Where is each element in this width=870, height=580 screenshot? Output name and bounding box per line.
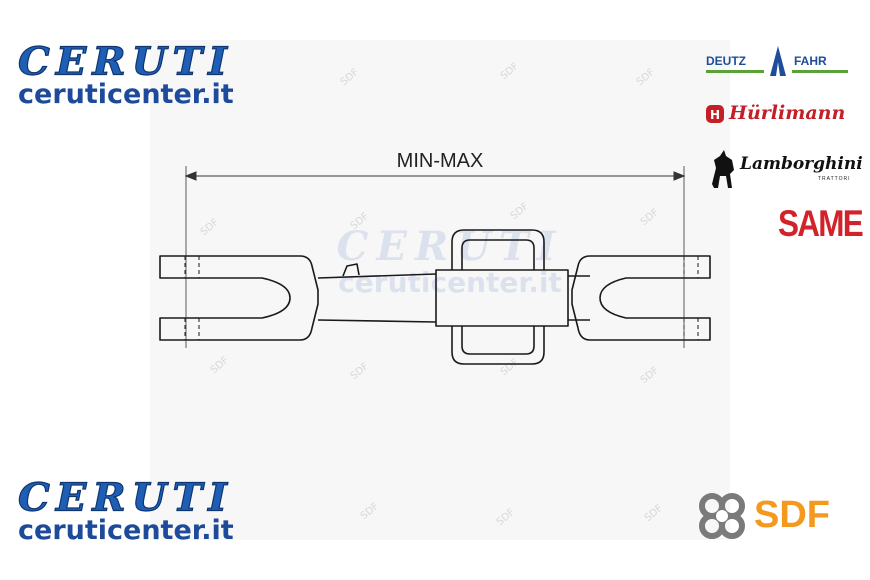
sdf-logo: SDF — [696, 488, 846, 544]
bull-icon — [712, 150, 734, 188]
ceruti-brand-text: CERUTI — [17, 475, 233, 520]
central-body — [435, 269, 569, 327]
lamborghini-text: Lamborghini — [740, 154, 863, 174]
ceruti-site-text: ceruticenter.it — [18, 515, 234, 546]
deutz-emblem-icon — [770, 46, 786, 76]
right-shaft — [568, 275, 590, 321]
handle-outline-bottom — [451, 326, 545, 365]
deutz-bar — [706, 70, 764, 73]
deutz-text: DEUTZ — [706, 54, 746, 68]
handle-inner — [461, 239, 535, 270]
ceruti-logo-bottom: CERUTI ceruticenter.it — [17, 475, 234, 546]
dim-arrow-right — [673, 171, 686, 181]
dimension-label: MIN-MAX — [396, 150, 484, 172]
handle-outline — [451, 229, 545, 270]
sdf-emblem-icon — [699, 493, 745, 539]
sdf-text: SDF — [754, 494, 830, 536]
huerlimann-emblem-icon: H — [706, 105, 724, 123]
fahr-text: FAHR — [794, 54, 827, 68]
same-logo: SAME — [778, 203, 870, 245]
handle-inner-bottom — [461, 326, 535, 355]
lock-nub — [342, 263, 360, 277]
huerlimann-logo: H Hürlimann — [705, 100, 855, 130]
right-fork-outline — [571, 255, 711, 341]
diagram-background — [150, 40, 730, 540]
deutz-fahr-logo: DEUTZ FAHR — [706, 44, 852, 80]
svg-text:H: H — [710, 108, 720, 122]
ceruti-brand-text: CERUTI — [17, 39, 233, 84]
dim-arrow-left — [184, 171, 197, 181]
lamborghini-subtext: TRATTORI — [818, 176, 851, 182]
threaded-shaft — [317, 273, 437, 323]
ceruti-logo-top: CERUTI ceruticenter.it — [17, 39, 234, 110]
same-text: SAME — [778, 203, 864, 244]
lamborghini-logo: Lamborghini TRATTORI — [708, 146, 863, 194]
ceruti-site-text: ceruticenter.it — [18, 79, 234, 110]
fahr-bar — [792, 70, 848, 73]
huerlimann-text: Hürlimann — [729, 102, 846, 124]
left-fork-outline — [159, 255, 319, 341]
